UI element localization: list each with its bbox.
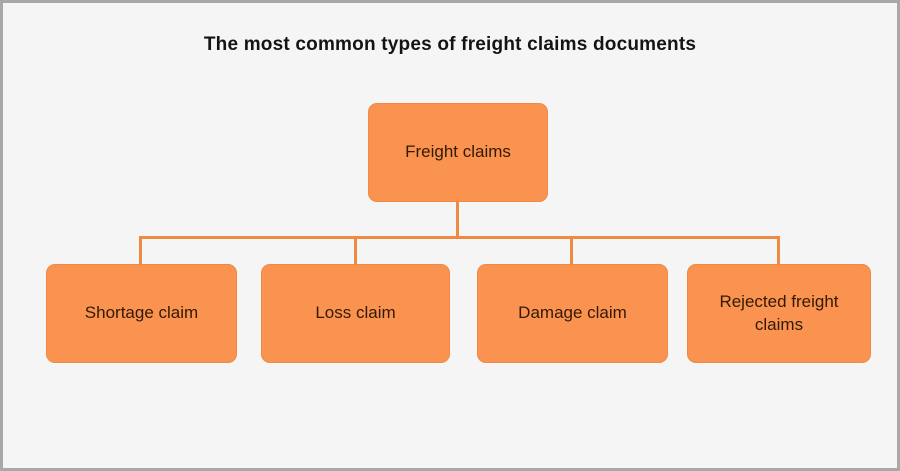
connector-drop-loss — [354, 236, 357, 266]
connector-root-vertical — [456, 201, 459, 239]
node-damage-claim-label: Damage claim — [518, 303, 627, 323]
node-shortage-claim: Shortage claim — [46, 264, 237, 363]
connector-drop-shortage — [139, 236, 142, 266]
connector-drop-damage — [570, 236, 573, 266]
node-shortage-claim-label: Shortage claim — [84, 303, 199, 323]
connector-horizontal-bar — [139, 236, 780, 239]
node-loss-claim-label: Loss claim — [315, 303, 396, 323]
node-freight-claims-label: Freight claims — [405, 142, 511, 162]
node-damage-claim: Damage claim — [477, 264, 668, 363]
connector-drop-rejected — [777, 236, 780, 266]
node-rejected-freight-claims-label: Rejected freight claims — [719, 291, 839, 334]
node-freight-claims: Freight claims — [368, 103, 548, 202]
node-rejected-freight-claims: Rejected freight claims — [687, 264, 871, 363]
diagram-title: The most common types of freight claims … — [203, 34, 697, 55]
node-loss-claim: Loss claim — [261, 264, 450, 363]
